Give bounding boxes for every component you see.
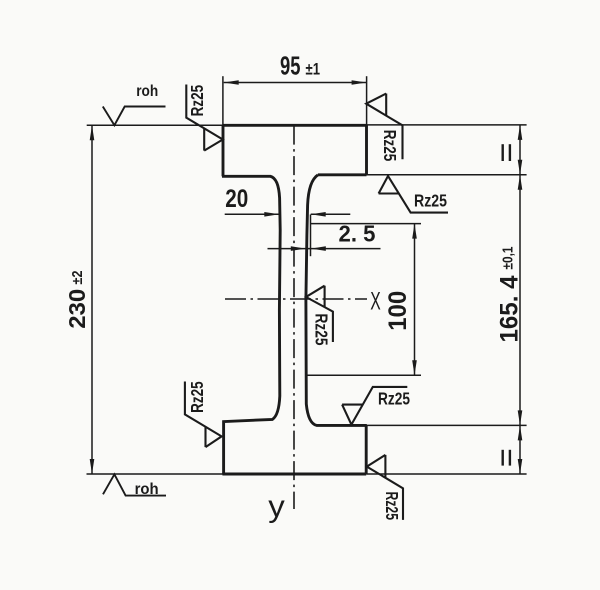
- svg-text:Rz25: Rz25: [380, 130, 400, 162]
- svg-text:Rz25: Rz25: [414, 190, 447, 210]
- svg-text:Rz25: Rz25: [311, 314, 331, 346]
- svg-text:roh: roh: [135, 481, 159, 498]
- svg-text:Rz25: Rz25: [378, 389, 410, 409]
- svg-text:Rz25: Rz25: [187, 381, 207, 413]
- svg-text:2. 5: 2. 5: [339, 221, 376, 247]
- svg-text:100: 100: [384, 291, 412, 331]
- svg-text:Rz25: Rz25: [382, 492, 402, 521]
- svg-text:165. 4: 165. 4: [495, 275, 523, 342]
- svg-text:Rz25: Rz25: [187, 85, 207, 117]
- svg-text:230: 230: [64, 289, 90, 329]
- svg-text:±2: ±2: [69, 271, 86, 285]
- svg-text:roh: roh: [136, 83, 158, 100]
- svg-text:±1: ±1: [306, 59, 321, 78]
- svg-text:y: y: [268, 489, 285, 524]
- svg-text:X: X: [370, 288, 381, 316]
- svg-text:95: 95: [280, 51, 301, 81]
- svg-text:±0,1: ±0,1: [500, 247, 516, 270]
- svg-text:20: 20: [225, 185, 248, 213]
